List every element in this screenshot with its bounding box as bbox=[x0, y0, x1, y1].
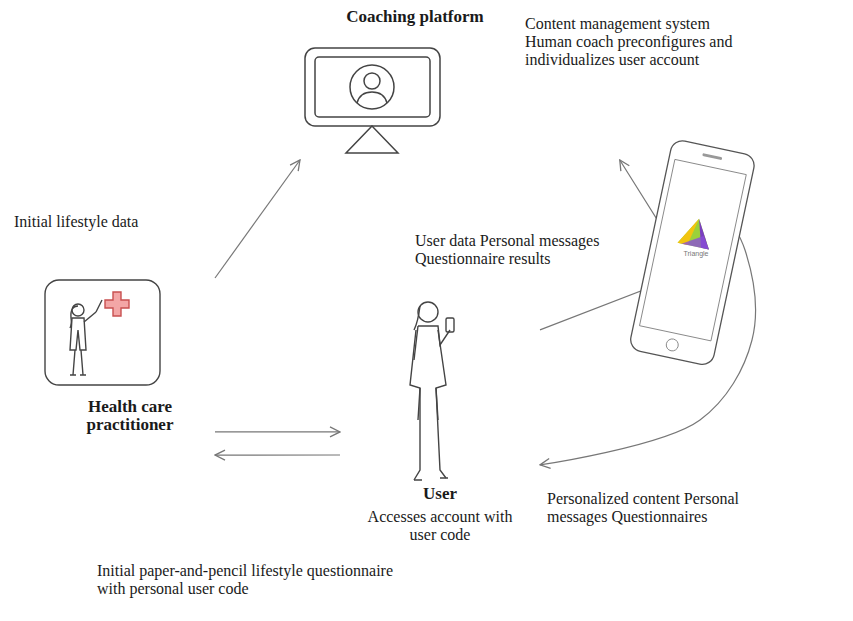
node-heading: Coaching platform bbox=[295, 8, 535, 26]
user-figure bbox=[410, 302, 454, 480]
node-heading: User bbox=[340, 485, 540, 503]
edge-label: Initial paper-and-pencil lifestyle quest… bbox=[95, 562, 399, 598]
node-heading: Health care practitioner bbox=[75, 398, 185, 434]
monitor-icon bbox=[305, 48, 440, 153]
node-body: Content management system Human coach pr… bbox=[525, 15, 760, 69]
flow-arrow bbox=[215, 431, 340, 432]
edge-label: User data Personal messages Questionnair… bbox=[413, 232, 642, 268]
app-logo-text: Triangle bbox=[676, 250, 716, 257]
practitioner-icon bbox=[45, 280, 160, 385]
user-node: UserAccesses account with user code bbox=[340, 290, 540, 565]
node-body: Accesses account with user code bbox=[360, 508, 520, 544]
edge-label: Initial lifestyle data bbox=[12, 213, 216, 231]
edge-label: Personalized content Personal messages Q… bbox=[545, 490, 789, 526]
platform-node: Coaching platformContent management syst… bbox=[295, 5, 765, 160]
phone-icon bbox=[628, 139, 756, 367]
flow-arrow bbox=[215, 160, 300, 278]
practitioner-node: Health care practitioner bbox=[40, 278, 215, 460]
flow-arrow bbox=[215, 454, 340, 455]
